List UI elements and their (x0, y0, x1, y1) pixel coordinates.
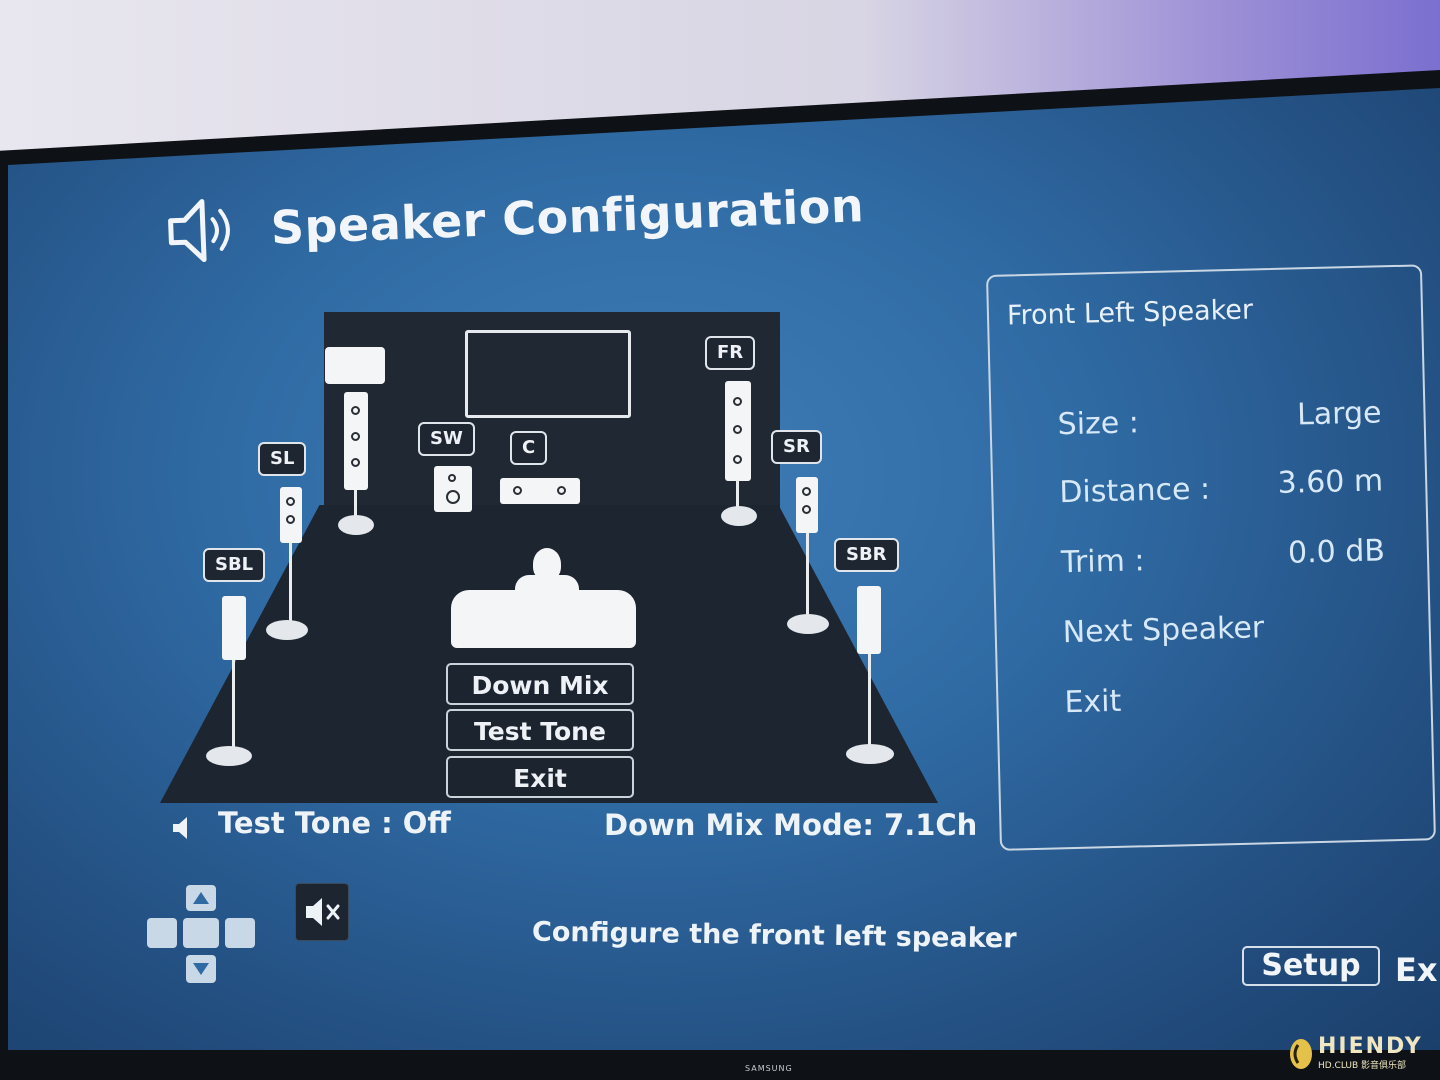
speaker-small-icon (173, 817, 187, 839)
dpad-icon (147, 885, 255, 985)
listener-sofa (451, 590, 636, 648)
listener-body (515, 575, 579, 597)
surround-left-stand (289, 543, 292, 623)
exit-button[interactable]: Exit (446, 756, 634, 798)
surround-back-left-base (206, 746, 252, 766)
watermark-subtext: HD.CLUB 影音俱乐部 (1318, 1061, 1407, 1071)
speaker-label-fr[interactable]: FR (705, 336, 756, 370)
surround-back-right-stand (868, 654, 871, 746)
panel-exit-button[interactable]: Exit (1064, 683, 1122, 721)
front-right-base (721, 506, 757, 526)
surround-back-right-speaker[interactable] (857, 586, 881, 654)
watermark: HIENDY HD.CLUB 影音俱乐部 (1288, 1036, 1423, 1071)
front-left-base (338, 515, 374, 535)
down-mix-button[interactable]: Down Mix (446, 663, 634, 705)
arrow-up-icon (193, 892, 209, 904)
trim-label[interactable]: Trim : (1060, 543, 1145, 581)
surround-right-stand (806, 533, 809, 618)
setup-button[interactable]: Setup (1242, 946, 1380, 986)
front-left-stand (354, 490, 357, 524)
size-label[interactable]: Size : (1057, 405, 1140, 443)
mute-icon (306, 898, 340, 926)
dpad-right (225, 918, 255, 948)
subwoofer[interactable] (434, 466, 472, 512)
watermark-text: HIENDY (1318, 1034, 1423, 1059)
speaker-settings-panel: Front Left Speaker Size : Large Distance… (986, 264, 1436, 851)
down-mix-mode-status: Down Mix Mode: 7.1Ch (604, 808, 978, 842)
mute-button[interactable] (295, 883, 349, 941)
test-tone-button[interactable]: Test Tone (446, 709, 634, 751)
page-title: Speaker Configuration (269, 178, 865, 255)
next-speaker-button[interactable]: Next Speaker (1062, 610, 1265, 651)
surround-right-base (787, 614, 829, 634)
front-left-speaker-highlight[interactable] (325, 347, 385, 384)
page-header: Speaker Configuration (164, 168, 866, 269)
surround-back-left-speaker[interactable] (222, 596, 246, 660)
footer-exit-button[interactable]: Exi (1395, 951, 1440, 989)
surround-left-speaker[interactable] (280, 487, 302, 543)
trim-value[interactable]: 0.0 dB (1287, 533, 1386, 571)
surround-left-base (266, 620, 308, 640)
speaker-label-sl[interactable]: SL (258, 442, 307, 476)
panel-title: Front Left Speaker (1006, 294, 1254, 332)
speaker-label-sr[interactable]: SR (771, 430, 822, 464)
watermark-logo-icon (1290, 1038, 1312, 1069)
listener-head (533, 548, 561, 580)
center-speaker[interactable] (500, 478, 580, 504)
speaker-label-sw[interactable]: SW (418, 422, 475, 456)
distance-value[interactable]: 3.60 m (1277, 463, 1384, 501)
distance-label[interactable]: Distance : (1058, 471, 1211, 511)
surround-right-speaker[interactable] (796, 477, 818, 533)
speaker-icon (168, 199, 230, 263)
dpad-center (183, 918, 219, 948)
arrow-down-icon (193, 963, 209, 975)
speaker-label-c[interactable]: C (510, 431, 548, 465)
speaker-label-sbr[interactable]: SBR (834, 538, 899, 572)
front-left-speaker[interactable] (344, 392, 368, 490)
size-value[interactable]: Large (1296, 395, 1382, 433)
speaker-label-sbl[interactable]: SBL (203, 548, 266, 582)
front-right-speaker[interactable] (725, 381, 751, 481)
surround-back-left-stand (232, 660, 235, 748)
front-right-stand (736, 480, 739, 512)
surround-back-right-base (846, 744, 894, 764)
test-tone-status: Test Tone : Off (218, 806, 451, 840)
dpad-left (147, 918, 177, 948)
tv-graphic (465, 330, 631, 418)
tv-brand: SAMSUNG (745, 1064, 793, 1073)
